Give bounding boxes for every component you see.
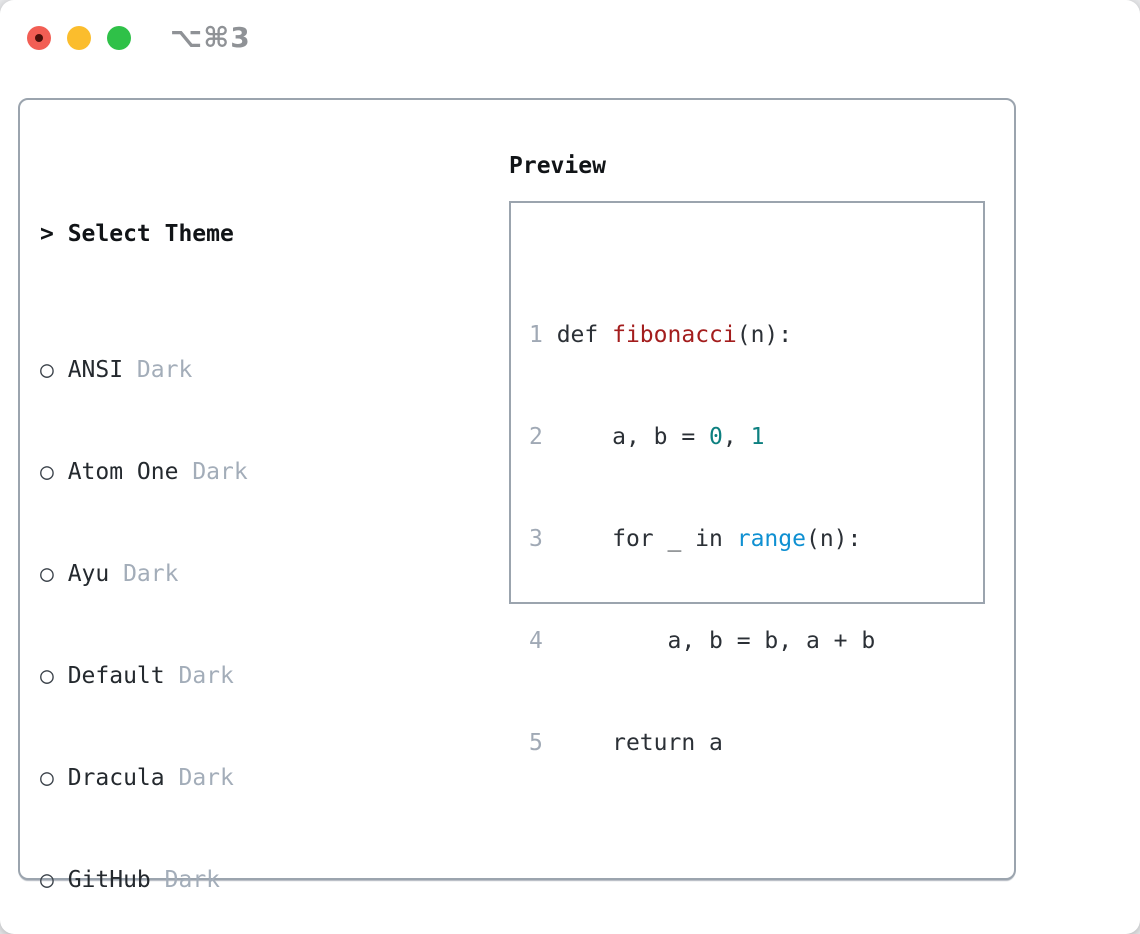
theme-variant: Dark (123, 561, 179, 587)
theme-option-atom-one-dark[interactable]: ○ Atom One Dark (40, 455, 428, 489)
theme-variant: Dark (178, 663, 234, 689)
blank-line (529, 828, 944, 862)
radio-unselected-icon: ○ (40, 459, 54, 485)
theme-variant: Dark (178, 765, 234, 791)
radio-unselected-icon: ○ (40, 765, 54, 791)
theme-option-ansi-dark[interactable]: ○ ANSI Dark (40, 353, 428, 387)
line-number: 1 (529, 322, 543, 348)
select-theme-header: > Select Theme (40, 217, 428, 251)
zoom-button[interactable] (107, 26, 131, 50)
theme-option-ayu-dark[interactable]: ○ Ayu Dark (40, 557, 428, 591)
theme-option-github-dark[interactable]: ○ GitHub Dark (40, 863, 428, 897)
line-number: 5 (529, 730, 543, 756)
code-line: 3 for _ in range(n): (529, 526, 862, 552)
radio-unselected-icon: ○ (40, 867, 54, 893)
titlebar: ⌥⌘3 (0, 0, 1140, 76)
line-number: 2 (529, 424, 543, 450)
theme-variant: Dark (192, 459, 248, 485)
code-line: 5 return a (529, 730, 723, 756)
code-line: 1 def fibonacci(n): (529, 322, 793, 348)
theme-label: Dracula (67, 765, 165, 791)
theme-label: Ayu (67, 561, 110, 587)
preview-pane: 1 def fibonacci(n): 2 a, b = 0, 1 3 for … (509, 201, 985, 756)
line-number: 3 (529, 526, 543, 552)
unsaved-dot-icon (35, 34, 43, 42)
code-line: 4 a, b = b, a + b (529, 628, 876, 654)
theme-variant: Dark (164, 867, 221, 893)
theme-variant: Dark (136, 357, 193, 383)
theme-label: ANSI (67, 357, 124, 383)
prompt-icon: > (40, 221, 54, 247)
minimize-button[interactable] (67, 26, 91, 50)
radio-unselected-icon: ○ (40, 663, 54, 689)
line-number: 4 (529, 628, 543, 654)
code-preview: 1 def fibonacci(n): 2 a, b = 0, 1 3 for … (529, 250, 944, 934)
theme-label: GitHub (67, 867, 151, 893)
preview-title: Preview (509, 153, 606, 179)
theme-option-default-dark[interactable]: ○ Default Dark (40, 659, 428, 693)
close-button[interactable] (27, 26, 51, 50)
window-title: ⌥⌘3 (170, 21, 251, 54)
select-theme-title: Select Theme (67, 221, 234, 247)
diff-context-line: 1 This is a context line. (529, 930, 944, 934)
radio-unselected-icon: ○ (40, 561, 54, 587)
theme-label: Default (67, 663, 165, 689)
theme-option-dracula-dark[interactable]: ○ Dracula Dark (40, 761, 428, 795)
theme-label: Atom One (67, 459, 179, 485)
code-line: 2 a, b = 0, 1 (529, 424, 765, 450)
radio-unselected-icon: ○ (40, 357, 54, 383)
